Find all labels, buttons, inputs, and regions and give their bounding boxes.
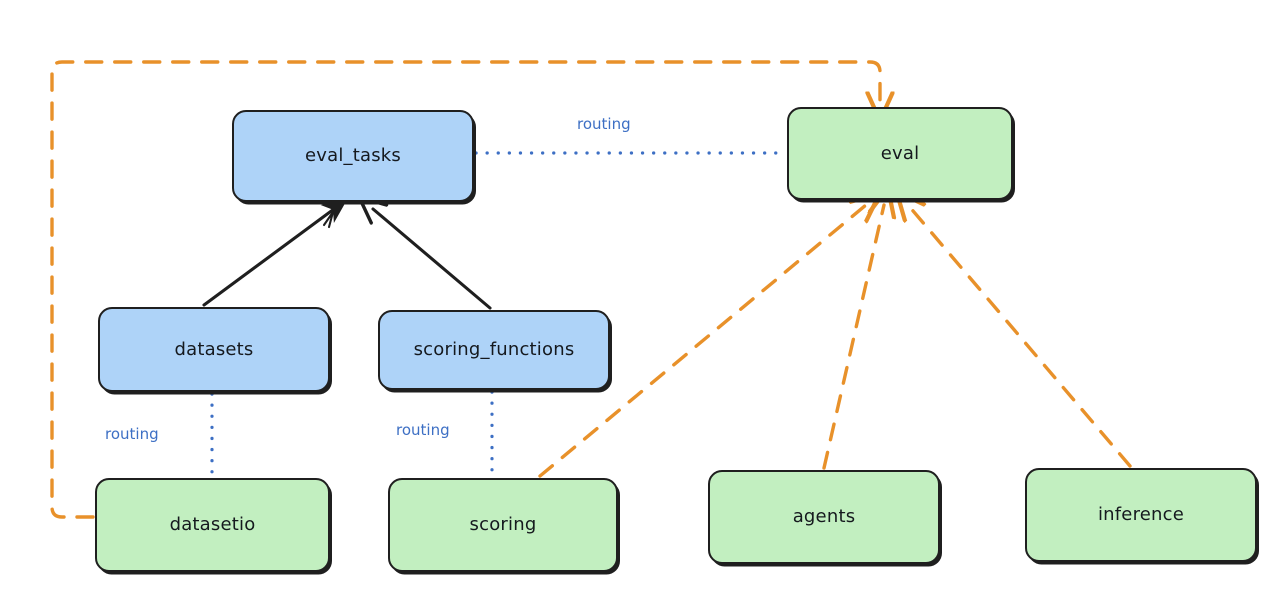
edge-label-routing-scoring-functions-scoring: routing	[396, 421, 450, 439]
node-datasetio[interactable]: datasetio	[95, 478, 330, 572]
edge-datasets-to-eval-tasks	[202, 199, 348, 307]
node-datasets-label: datasets	[174, 338, 254, 360]
edge-label-routing-datasets-datasetio: routing	[105, 425, 159, 443]
node-datasets[interactable]: datasets	[98, 307, 330, 392]
node-datasetio-label: datasetio	[169, 514, 256, 535]
node-agents[interactable]: agents	[708, 470, 940, 564]
node-scoring-label: scoring	[469, 514, 537, 535]
node-eval[interactable]: eval	[787, 107, 1013, 200]
edge-agents-to-eval	[822, 205, 884, 470]
edge-label-routing-eval-tasks-eval: routing	[577, 115, 631, 133]
node-eval-tasks-label: eval_tasks	[304, 145, 402, 166]
node-scoring[interactable]: scoring	[388, 478, 618, 572]
node-agents-label: agents	[792, 506, 856, 527]
node-inference[interactable]: inference	[1025, 468, 1257, 562]
node-scoring-functions-label: scoring_functions	[413, 339, 575, 360]
node-scoring-functions[interactable]: scoring_functions	[378, 310, 610, 390]
edge-inference-to-eval	[908, 205, 1132, 468]
node-eval-tasks[interactable]: eval_tasks	[232, 110, 474, 202]
edge-scoring-functions-to-eval-tasks	[373, 209, 492, 310]
node-eval-label: eval	[880, 142, 920, 164]
node-inference-label: inference	[1097, 504, 1185, 525]
